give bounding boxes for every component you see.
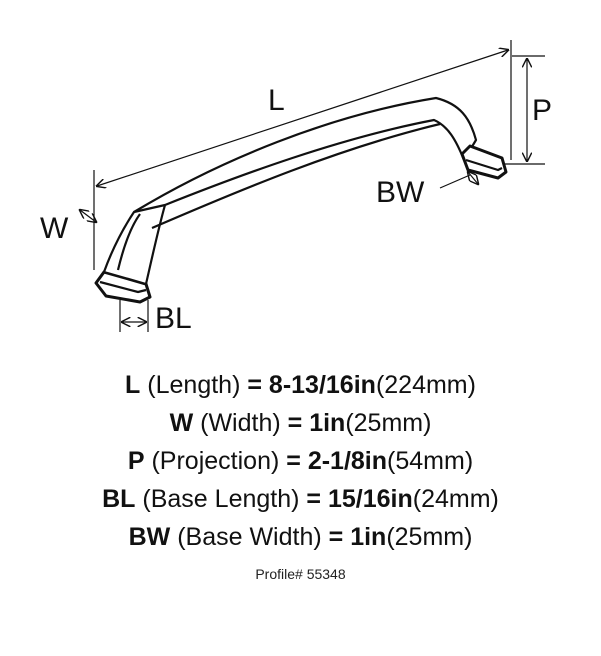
- label-BW: BW: [376, 176, 425, 209]
- spec-imperial: 2-1/8in: [307, 447, 388, 475]
- spec-metric: (54mm): [387, 447, 474, 475]
- label-L: L: [268, 84, 285, 117]
- profile-number: Profile# 55348: [255, 566, 346, 582]
- spec-name: (Base Width): [177, 523, 322, 551]
- spec-length: L (Length) = 8-13/16in(224mm): [0, 366, 601, 404]
- spec-base-length: BL (Base Length) = 15/16in(24mm): [0, 480, 601, 518]
- spec-eq: =: [306, 485, 322, 513]
- handle-dimension-drawing: [0, 40, 545, 332]
- spec-imperial: 1in: [350, 523, 387, 551]
- spec-name: (Width): [200, 409, 281, 437]
- cabinet-pull-handle: [94, 96, 508, 304]
- label-P: P: [532, 94, 553, 127]
- spec-imperial: 1in: [309, 409, 346, 437]
- spec-base-width: BW (Base Width) = 1in(25mm): [0, 518, 601, 556]
- spec-metric: (25mm): [386, 523, 473, 551]
- spec-name: (Length): [147, 371, 241, 399]
- label-BL: BL: [155, 302, 192, 335]
- label-W: W: [40, 212, 69, 245]
- spec-eq: =: [287, 409, 303, 437]
- spec-imperial: 8-13/16in: [268, 371, 376, 399]
- spec-name: (Projection): [151, 447, 280, 475]
- spec-width: W (Width) = 1in(25mm): [0, 404, 601, 442]
- dimension-specs: L (Length) = 8-13/16in(224mm) W (Width) …: [0, 366, 601, 556]
- spec-eq: =: [328, 523, 344, 551]
- spec-eq: =: [247, 371, 262, 399]
- dimension-lines: [80, 40, 545, 332]
- spec-name: (Base Length): [142, 485, 300, 513]
- spec-code: L: [125, 371, 141, 399]
- spec-projection: P (Projection) = 2-1/8in(54mm): [0, 442, 601, 480]
- spec-metric: (24mm): [412, 485, 499, 513]
- spec-code: P: [127, 447, 145, 475]
- spec-eq: =: [286, 447, 301, 475]
- spec-metric: (224mm): [375, 371, 476, 399]
- spec-code: W: [169, 409, 194, 437]
- spec-metric: (25mm): [345, 409, 432, 437]
- spec-code: BW: [128, 523, 171, 551]
- spec-code: BL: [102, 485, 136, 513]
- spec-imperial: 15/16in: [327, 485, 413, 513]
